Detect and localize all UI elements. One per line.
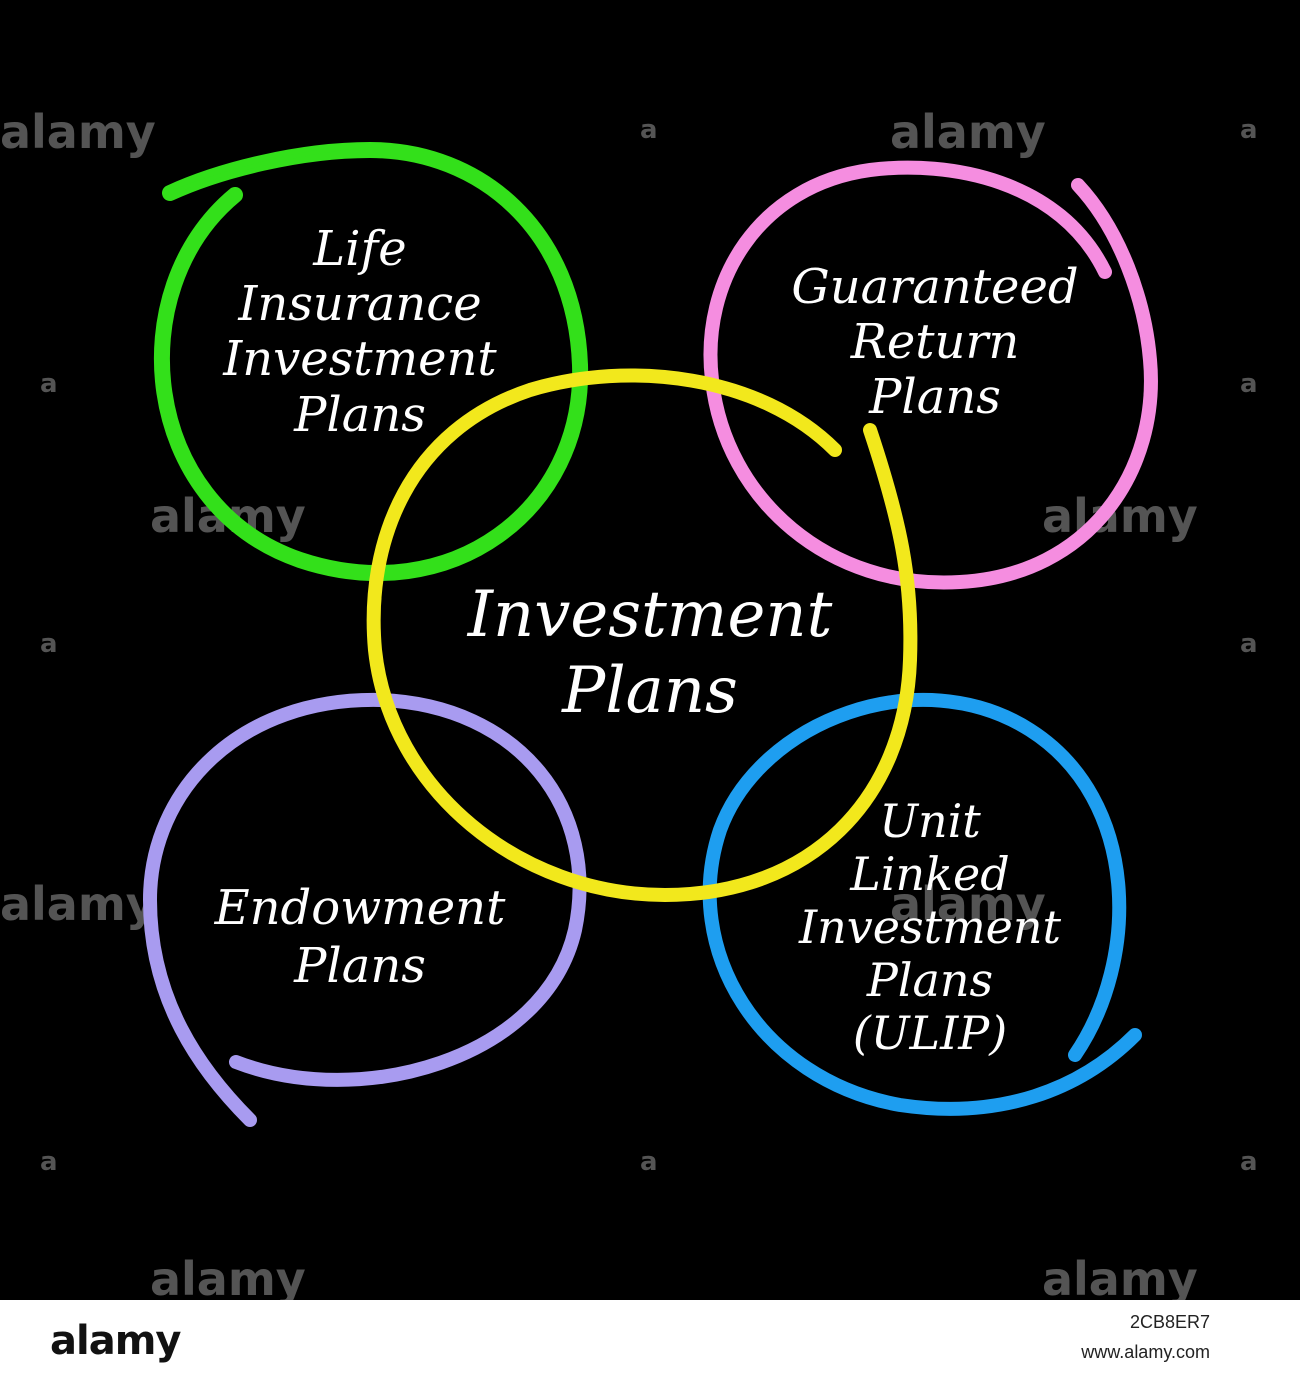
endowment-label: Endowment Plans [160, 880, 560, 995]
ulip-line-5: (ULIP) [852, 1005, 1008, 1060]
watermark-text: alamy [0, 877, 156, 931]
diagram-canvas: alamy alamy alamy alamy alamy alamy alam… [0, 105, 1258, 1300]
circle-investment-plans [366, 368, 918, 903]
brand-logo[interactable]: alamy [50, 1318, 181, 1364]
watermark-text: alamy [1042, 1252, 1198, 1300]
watermark-mark: a [1240, 369, 1258, 399]
circle-guaranteed-return [703, 160, 1158, 590]
watermark-text: alamy [150, 1252, 306, 1300]
site-url[interactable]: www.alamy.com [1081, 1342, 1210, 1362]
guaranteed-return-line-1: Guaranteed [791, 259, 1079, 315]
footer-bar: alamy 2CB8ER7 www.alamy.com [0, 1300, 1300, 1385]
watermark-text: alamy [0, 105, 156, 159]
watermark-text: alamy [890, 105, 1046, 159]
ulip-line-3: Investment [798, 899, 1062, 954]
ulip-line-1: Unit [879, 794, 981, 848]
life-insurance-line-4: Plans [294, 386, 426, 443]
watermark-mark: a [40, 1147, 58, 1177]
center-label-line-1: Investment [467, 578, 833, 652]
circle-endowment [142, 692, 587, 1127]
circle-life-insurance [153, 141, 589, 582]
watermark-mark: a [640, 115, 658, 145]
watermark-mark: a [1240, 115, 1258, 145]
guaranteed-return-label: Guaranteed Return Plans [735, 259, 1135, 426]
life-insurance-line-3: Investment [223, 331, 497, 388]
endowment-line-2: Plans [294, 937, 426, 994]
watermark-mark: a [1240, 1147, 1258, 1177]
life-insurance-line-1: Life [313, 221, 407, 277]
ulip-line-2: Linked [850, 846, 1010, 901]
circle-ulip [702, 692, 1142, 1116]
image-id: 2CB8ER7 [1129, 1312, 1210, 1332]
watermark-mark: a [40, 369, 58, 399]
guaranteed-return-line-3: Plans [869, 369, 1001, 426]
watermark-mark: a [40, 629, 58, 659]
life-insurance-line-2: Insurance [238, 276, 482, 333]
watermark-mark: a [1240, 629, 1258, 659]
ulip-label: Unit Linked Investment Plans (ULIP) [750, 795, 1110, 1059]
center-label-line-2: Plans [562, 653, 738, 728]
guaranteed-return-line-2: Return [850, 314, 1020, 371]
center-label: Investment Plans [380, 578, 920, 729]
life-insurance-label: Life Insurance Investment Plans [175, 221, 545, 443]
watermark-mark: a [640, 1147, 658, 1177]
ulip-line-4: Plans [866, 952, 994, 1007]
circles-layer: alamy alamy alamy alamy alamy alamy alam… [0, 105, 1258, 1300]
endowment-line-1: Endowment [214, 880, 506, 936]
watermark-text: alamy [890, 877, 1046, 931]
